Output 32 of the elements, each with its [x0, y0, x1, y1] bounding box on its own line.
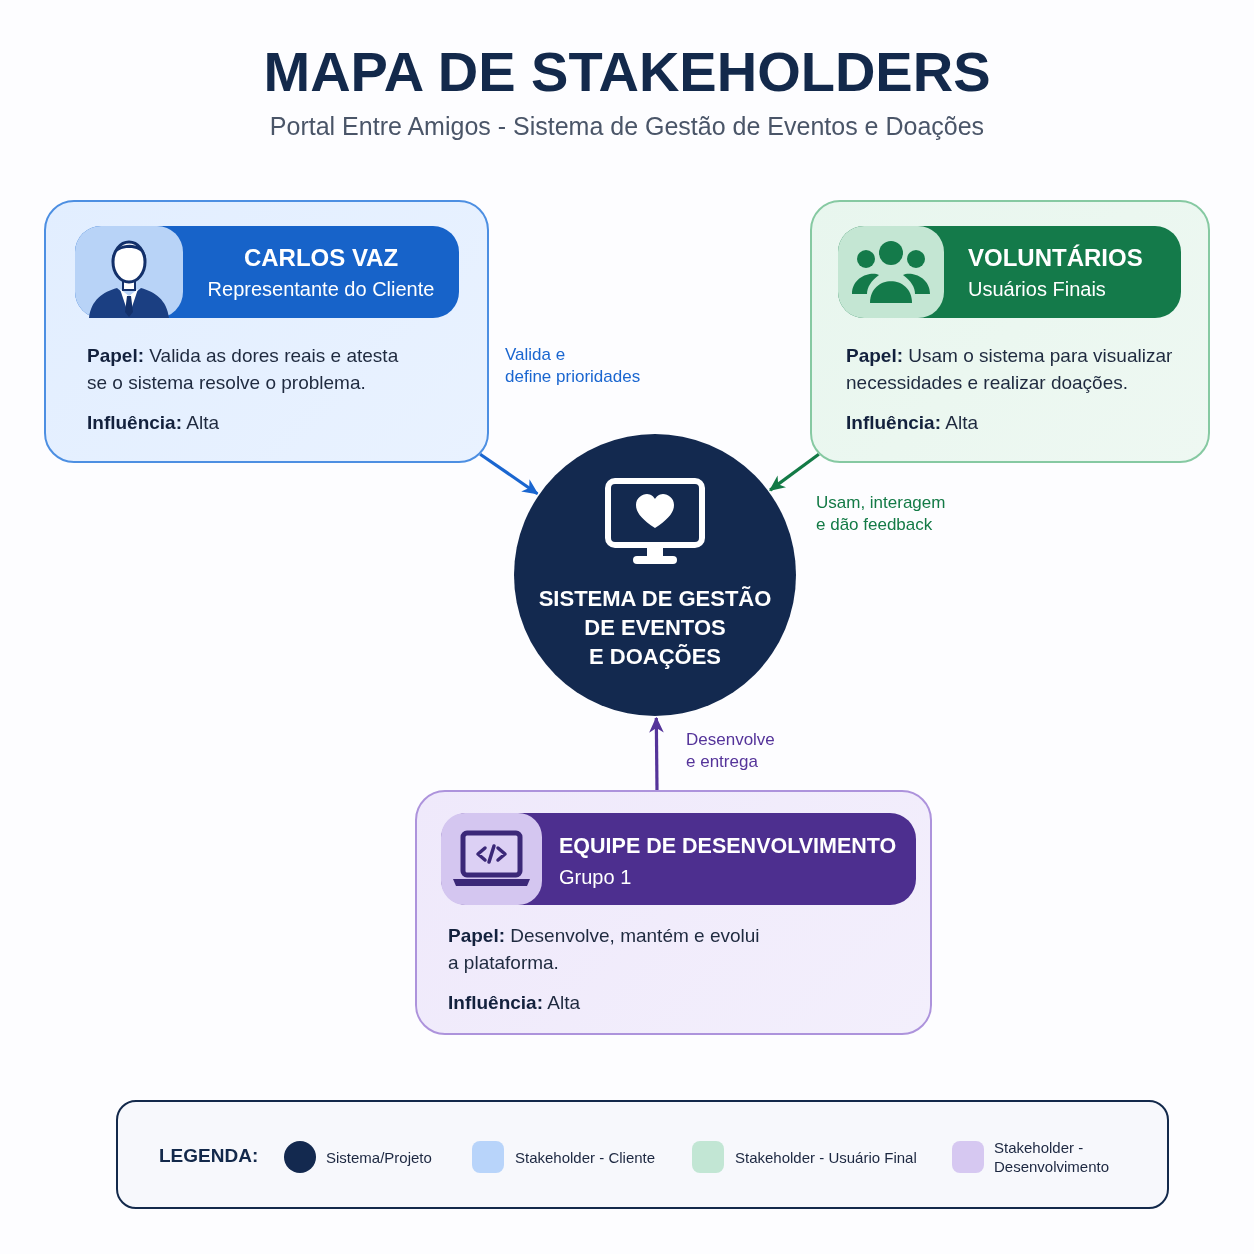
stakeholder-card — [810, 200, 1210, 463]
role-description: Papel: Usam o sistema para visualizar necessidades e realizar doações. — [846, 344, 1173, 395]
header-banner — [441, 813, 916, 905]
title: MAPA DE STAKEHOLDERS — [262, 40, 992, 104]
stakeholder-role: Grupo 1 — [559, 865, 633, 890]
influence-rating: Influência: Alta — [87, 411, 219, 435]
stakeholder-name: VOLUNTÁRIOS — [968, 243, 1144, 273]
edge-label: Desenvolve e entrega — [686, 729, 775, 773]
system-name: SISTEMA DE GESTÃO DE EVENTOS E DOAÇÕES — [537, 585, 773, 671]
influence-rating: Influência: Alta — [448, 991, 580, 1015]
stakeholder-name: EQUIPE DE DESENVOLVIMENTO — [559, 833, 898, 860]
legend-text: Stakeholder - Usuário Final — [735, 1147, 917, 1167]
edge-label: Usam, interagem e dão feedback — [816, 492, 946, 536]
legend-heading: LEGENDA: — [159, 1144, 259, 1168]
header-banner — [75, 226, 459, 318]
stakeholder-role: Representante do Cliente — [206, 277, 436, 302]
role-description: Papel: Desenvolve, mantém e evolui a plataforma. — [448, 924, 760, 975]
arrow — [769, 452, 820, 492]
legend-text: Stakeholder - Desenvolvimento — [994, 1138, 1110, 1176]
influence-rating: Influência: Alta — [846, 411, 978, 435]
legend-text: Sistema/Projeto — [326, 1147, 432, 1167]
subtitle: Portal Entre Amigos - Sistema de Gestão de Eventos e Doações — [268, 111, 986, 142]
stakeholder-name: CARLOS VAZ — [242, 243, 400, 273]
header-banner — [838, 226, 1181, 318]
stakeholder-card — [415, 790, 932, 1035]
legend-text: Stakeholder - Cliente — [515, 1147, 656, 1167]
arrow — [479, 452, 539, 495]
arrow — [649, 716, 664, 790]
stakeholder-role: Usuários Finais — [968, 277, 1107, 302]
edge-label: Valida e define prioridades — [505, 344, 641, 388]
role-description: Papel: Valida as dores reais e atesta se o sistema resolve o problema. — [87, 344, 399, 395]
stakeholder-card — [44, 200, 489, 463]
